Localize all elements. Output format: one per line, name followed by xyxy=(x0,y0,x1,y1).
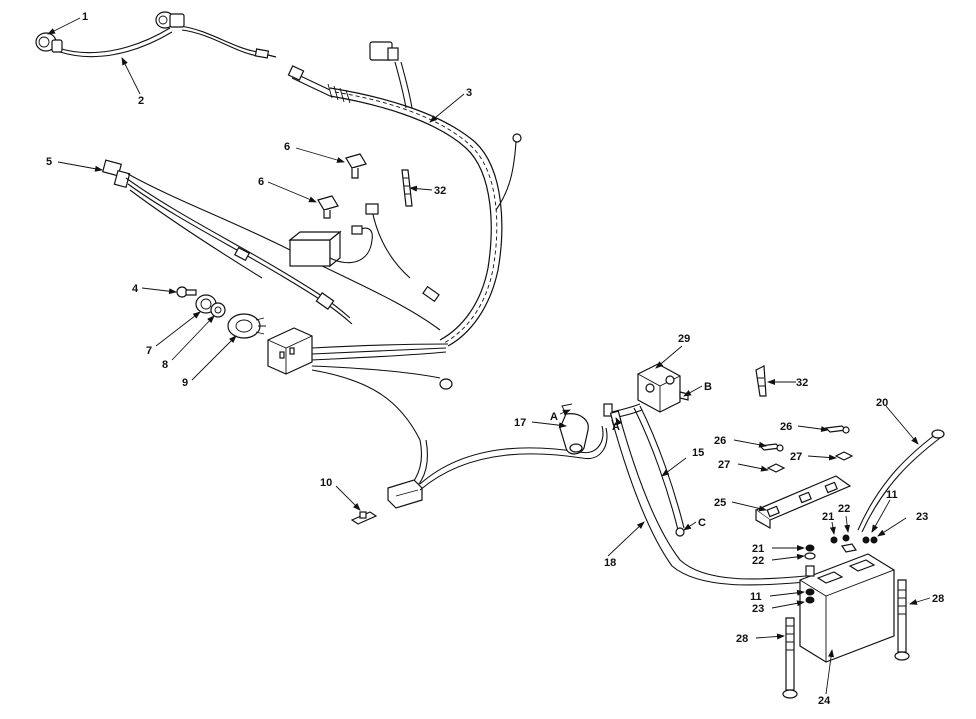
callout-21a: 21 xyxy=(822,511,834,523)
terminal-26a xyxy=(758,443,784,452)
bolt-28-right xyxy=(894,579,910,661)
battery-cable-15 xyxy=(633,405,685,537)
callout-22b: 22 xyxy=(752,555,764,567)
harness-connector xyxy=(267,327,453,491)
callout-27b: 27 xyxy=(790,451,802,463)
ground-cable-20 xyxy=(857,429,945,533)
callout-B: B xyxy=(704,381,712,393)
right-bulb xyxy=(155,11,185,29)
solenoid-box xyxy=(288,203,411,279)
key-part-4 xyxy=(176,286,197,298)
terminal-hardware-right xyxy=(830,534,878,553)
callout-26b: 26 xyxy=(780,421,792,433)
callout-23b: 23 xyxy=(752,603,764,615)
nut-27b xyxy=(834,451,854,461)
callout-29: 29 xyxy=(678,333,690,345)
callout-5: 5 xyxy=(46,156,52,168)
left-bulb xyxy=(35,32,63,53)
callout-2: 2 xyxy=(138,95,144,107)
callout-24: 24 xyxy=(818,695,831,707)
washer-part-8 xyxy=(210,302,226,318)
callout-21b: 21 xyxy=(752,543,764,555)
callout-A1: A xyxy=(550,411,558,423)
callout-4: 4 xyxy=(132,283,139,295)
callout-32a: 32 xyxy=(434,185,446,197)
battery-24 xyxy=(799,553,895,663)
battery-cable-18 xyxy=(609,410,807,586)
tie-strap-32b xyxy=(755,365,767,397)
solenoid-29 xyxy=(603,363,689,419)
callout-1: 1 xyxy=(82,11,88,23)
callout-11a: 11 xyxy=(886,489,898,501)
clip-part-6a xyxy=(345,153,367,179)
nut-27a xyxy=(766,463,786,473)
leader-lines xyxy=(47,17,931,695)
terminal-26b xyxy=(824,425,850,434)
bolt-28-left xyxy=(782,617,798,699)
callout-28a: 28 xyxy=(736,633,748,645)
callout-labels: 1 2 3 4 5 6 6 7 8 9 10 11 11 15 17 18 20… xyxy=(46,11,944,707)
terminal-hardware-left xyxy=(804,544,816,604)
callout-9: 9 xyxy=(182,377,188,389)
callout-15: 15 xyxy=(692,447,704,459)
callout-25: 25 xyxy=(714,497,726,509)
callout-6b: 6 xyxy=(258,176,264,188)
fuse-part-10 xyxy=(350,511,378,525)
ignition-switch-assembly xyxy=(101,159,441,331)
tie-strap-32a xyxy=(401,169,413,207)
headlight-wire-assembly xyxy=(35,11,277,59)
clip-part-6b xyxy=(317,195,339,219)
callout-A2: A xyxy=(612,421,620,433)
callout-C: C xyxy=(698,517,706,529)
ignition-part-9 xyxy=(227,313,266,339)
plug-connector xyxy=(387,425,608,509)
callout-20: 20 xyxy=(876,397,888,409)
callout-7: 7 xyxy=(146,345,152,357)
callout-6a: 6 xyxy=(284,141,290,153)
callout-18: 18 xyxy=(604,557,616,569)
callout-32b: 32 xyxy=(796,377,808,389)
starter-boot-17 xyxy=(559,403,589,455)
hold-down-bracket-25 xyxy=(754,475,852,530)
callout-11b: 11 xyxy=(750,591,762,603)
callout-23a: 23 xyxy=(916,511,928,523)
callout-27a: 27 xyxy=(718,459,730,471)
main-wire-harness xyxy=(287,41,522,347)
callout-22a: 22 xyxy=(838,503,850,515)
callout-10: 10 xyxy=(320,477,332,489)
callout-17: 17 xyxy=(514,417,526,429)
callout-28b: 28 xyxy=(932,593,944,605)
callout-3: 3 xyxy=(466,87,472,99)
callout-8: 8 xyxy=(162,359,168,371)
callout-26a: 26 xyxy=(714,435,726,447)
